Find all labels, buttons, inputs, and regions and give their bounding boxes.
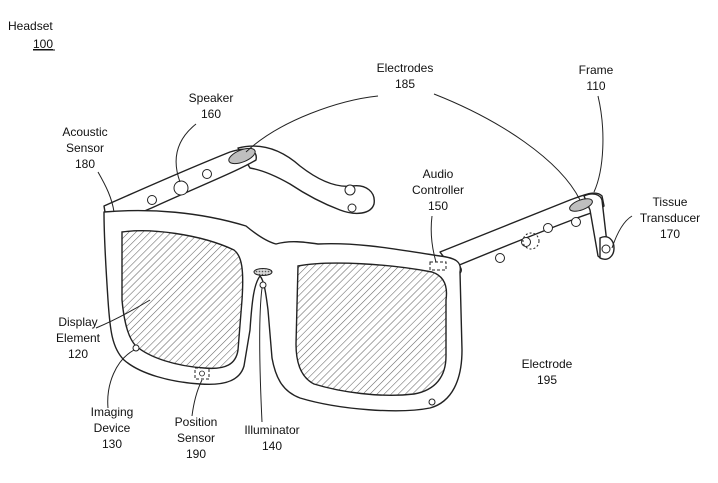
leader-imaging-device [107, 349, 135, 409]
label-electrodes: Electrodes [377, 61, 434, 75]
label-audio-1: Audio [423, 167, 454, 181]
leader-electrodes-right [433, 93, 581, 201]
leader-tissue-transducer [611, 215, 633, 249]
left-hinge [103, 147, 257, 221]
temple-electrode-dot [344, 184, 356, 196]
left-electrode [228, 147, 256, 165]
label-acoustic-2: Sensor [66, 141, 104, 155]
position-sensor-element [199, 370, 205, 377]
label-position-2: Sensor [177, 431, 215, 445]
labels: Headset 100 Electrodes 185 Frame 110 Spe… [8, 19, 700, 461]
label-speaker: Speaker [189, 91, 234, 105]
front-frame [103, 209, 463, 412]
label-tissue-1: Tissue [653, 195, 688, 209]
label-electrode-number: 195 [537, 373, 557, 387]
temple-hidden-speaker [522, 232, 540, 250]
frame-electrode [569, 198, 593, 212]
leader-electrodes-left [245, 95, 379, 153]
leader-lines [95, 93, 633, 423]
headset-title: Headset [8, 19, 53, 33]
leader-audio-controller [430, 215, 437, 263]
temple-dot-3 [521, 237, 531, 247]
left-temple-arm [237, 145, 375, 215]
label-illuminator-number: 140 [262, 439, 282, 453]
label-display-1: Display [58, 315, 97, 329]
label-display-2: Element [56, 331, 101, 345]
temple-dot-5 [571, 217, 581, 227]
label-illuminator: Illuminator [244, 423, 299, 437]
label-frame-number: 110 [586, 79, 605, 93]
label-electrodes-number: 185 [395, 77, 415, 91]
position-sensor-box [194, 367, 210, 380]
hinge-dot-2 [202, 169, 212, 179]
leader-illuminator [259, 287, 263, 423]
display-element-lens [121, 230, 244, 370]
leader-acoustic-sensor [97, 171, 115, 213]
label-position-number: 190 [186, 447, 206, 461]
speaker-element [173, 180, 189, 196]
label-imaging-2: Device [94, 421, 131, 435]
label-acoustic-number: 180 [75, 157, 95, 171]
label-audio-2: Controller [412, 183, 464, 197]
leader-speaker [175, 123, 197, 183]
label-frame: Frame [579, 63, 614, 77]
label-speaker-number: 160 [201, 107, 221, 121]
label-imaging-number: 130 [102, 437, 122, 451]
imaging-device-element [132, 344, 140, 352]
label-imaging-1: Imaging [91, 405, 134, 419]
label-position-1: Position [175, 415, 218, 429]
label-tissue-2: Transducer [640, 211, 700, 225]
label-acoustic-1: Acoustic [62, 125, 107, 139]
label-audio-number: 150 [428, 199, 448, 213]
bridge-electrode [253, 268, 273, 276]
headset-number: 100 [33, 37, 53, 51]
temple-tip-dot [347, 203, 357, 213]
illuminator-element [259, 281, 267, 289]
label-electrode: Electrode [522, 357, 573, 371]
audio-controller-box [429, 261, 447, 271]
leader-frame [593, 95, 604, 193]
label-display-number: 120 [68, 347, 88, 361]
temple-dot-2 [495, 253, 505, 263]
temple-dot-4 [543, 223, 553, 233]
display-element-right-lens [295, 262, 448, 396]
tissue-transducer-dot [601, 244, 611, 254]
electrode-195-dot [428, 398, 436, 406]
right-temple-arm [439, 192, 615, 275]
label-tissue-number: 170 [660, 227, 680, 241]
leader-position-sensor [191, 379, 203, 417]
hinge-dot-1 [147, 195, 157, 205]
leader-display-element [95, 299, 151, 329]
